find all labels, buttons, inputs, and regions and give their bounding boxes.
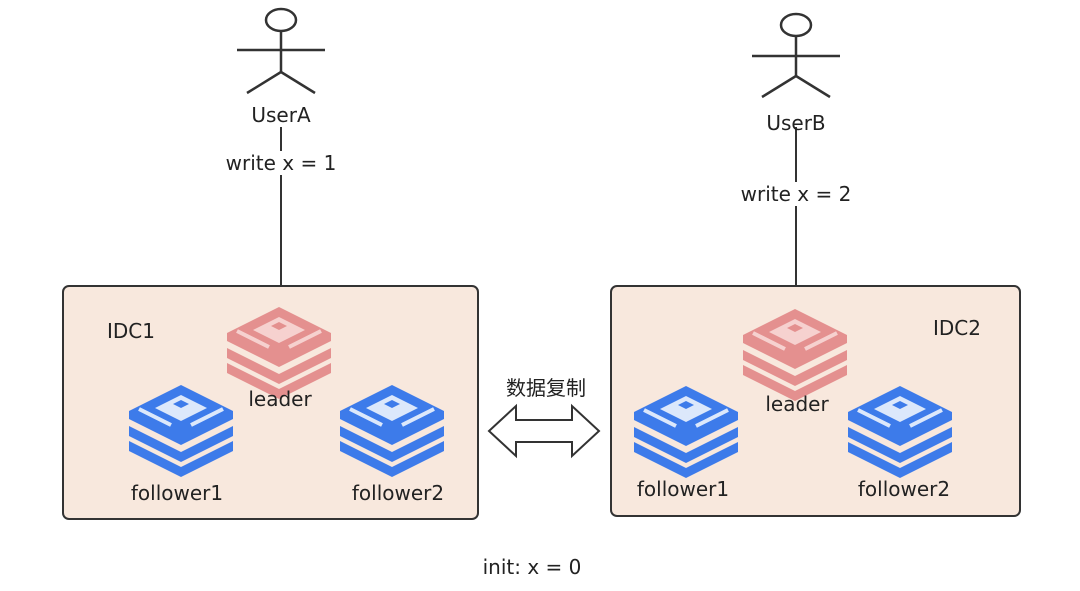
user-a-action-label: write x = 1: [223, 151, 339, 175]
idc1-follower1-label: follower1: [130, 481, 224, 505]
idc2-name-label: IDC2: [933, 316, 981, 340]
replication-label: 数据复制: [506, 376, 586, 400]
idc1-follower2-label: follower2: [351, 481, 445, 505]
idc1-name-label: IDC1: [107, 319, 155, 343]
idc2-follower1-label: follower1: [636, 477, 730, 501]
user-b-actor-icon: [752, 12, 840, 99]
user-b-label: UserB: [766, 111, 826, 135]
user-b-action-label: write x = 2: [738, 182, 854, 206]
idc1-leader-label: leader: [248, 387, 312, 411]
replication-double-arrow-icon: [487, 403, 601, 459]
init-state-label: init: x = 0: [482, 555, 582, 579]
user-a-actor-icon: [237, 7, 325, 95]
idc2-leader-label: leader: [765, 392, 829, 416]
idc2-follower2-label: follower2: [857, 477, 951, 501]
user-a-label: UserA: [251, 103, 311, 127]
